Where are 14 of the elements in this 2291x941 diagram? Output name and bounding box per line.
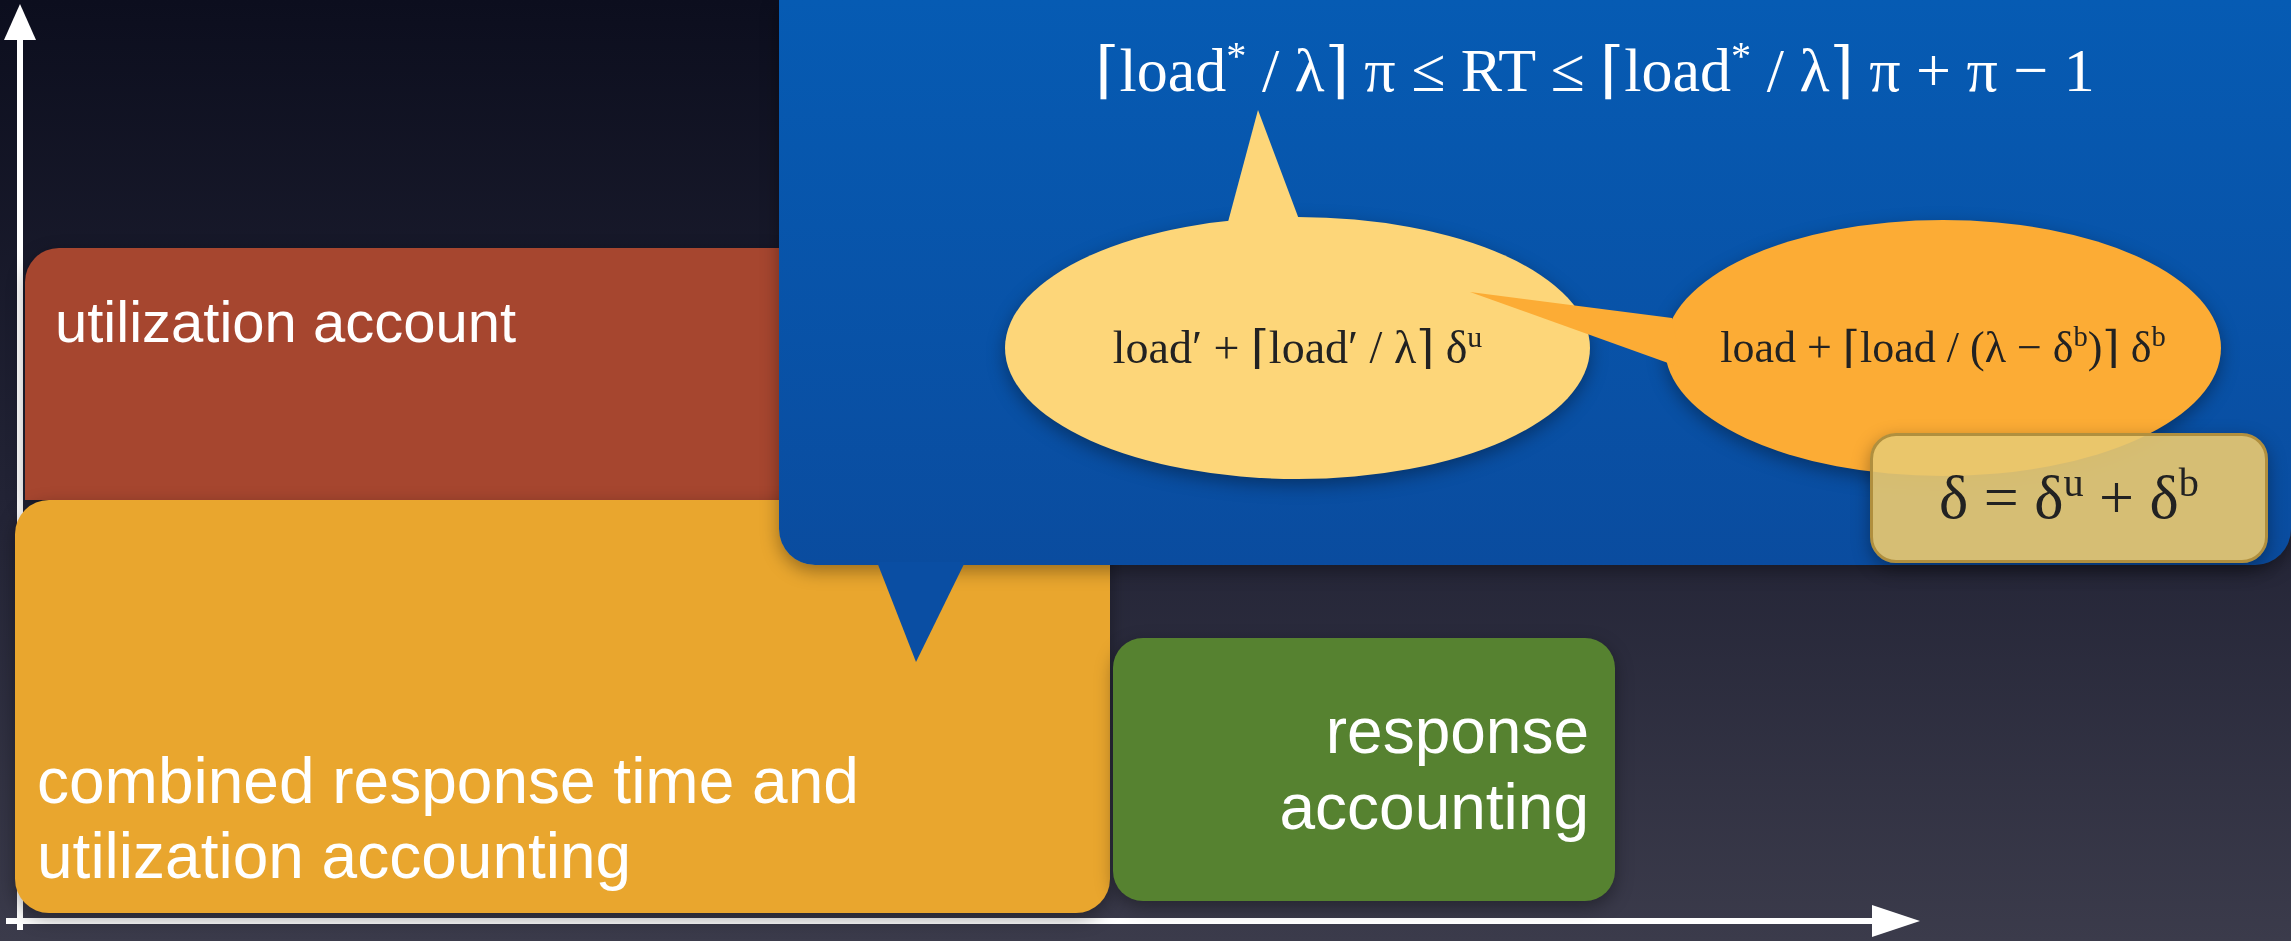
formula-text: load′ + ⌈load′ / λ⌉ δ$^{u}$ — [1112, 320, 1483, 375]
category-box — [1113, 638, 1615, 901]
callout-box — [779, 0, 2291, 565]
formula-text: utilization account — [55, 288, 517, 356]
formula-text: load + ⌈load / (λ − δ$^{b}$)⌉ δ$^{b}$ — [1720, 322, 2166, 374]
formula-text: combined response time and utilization accounting — [37, 743, 860, 895]
formula-text: ⌈load$^{*}$ / λ⌉ π ≤ RT ≤ ⌈load$^{*}$ / λ⌉ π + π − 1 — [1095, 34, 2095, 106]
callout-pointer — [877, 562, 965, 662]
formula-text: response accounting — [1278, 694, 1589, 845]
formula-text: δ = δ$^{u}$ + δ$^{b}$ — [1939, 461, 2199, 534]
category-box — [15, 500, 1110, 913]
formula-box — [1870, 433, 2268, 563]
callout-pointer — [1228, 110, 1300, 222]
category-box — [25, 248, 779, 500]
